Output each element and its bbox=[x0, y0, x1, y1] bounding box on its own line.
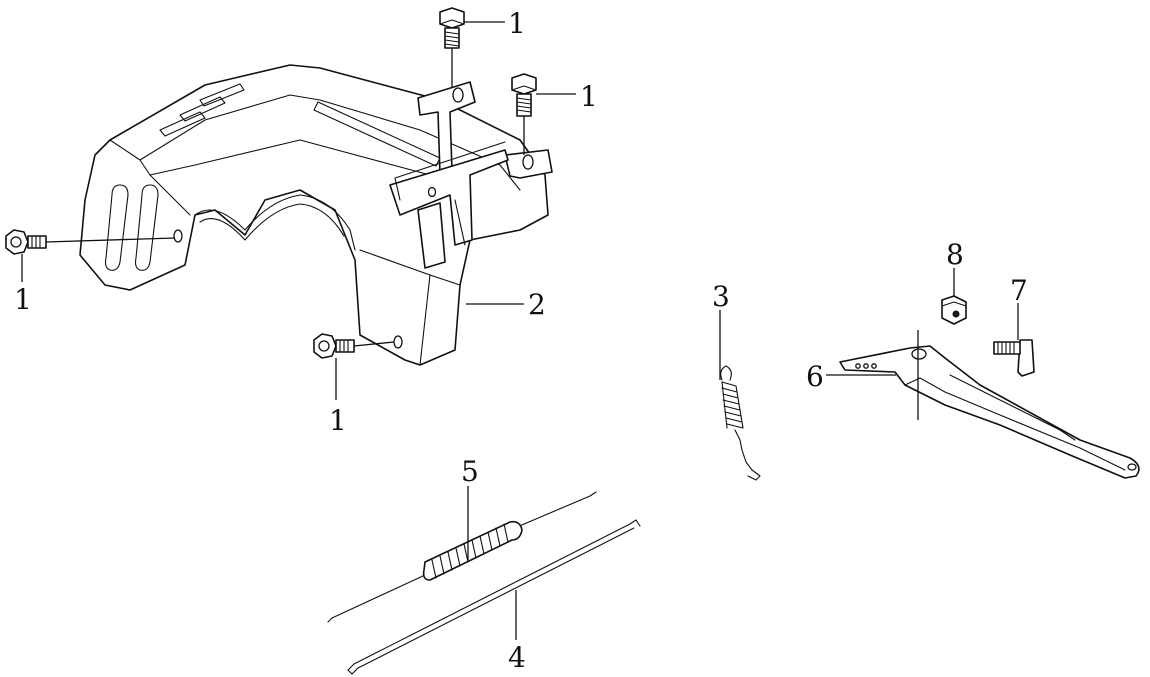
callout-bolt-bottom: 1 bbox=[329, 404, 347, 437]
bolt-upper-right bbox=[511, 73, 537, 117]
callout-bolt-upper-right: 1 bbox=[580, 80, 598, 113]
callout-shield: 2 bbox=[528, 288, 546, 321]
callout-bolt-left: 1 bbox=[14, 283, 32, 316]
bolt-top bbox=[439, 7, 465, 49]
callout-lever: 6 bbox=[806, 360, 824, 393]
long-spring-part bbox=[327, 491, 597, 623]
bolt-left bbox=[5, 229, 47, 255]
callout-bolt-top: 1 bbox=[508, 7, 526, 40]
callout-pin-bolt: 7 bbox=[1010, 274, 1028, 307]
shield-part bbox=[79, 64, 553, 366]
small-spring-part bbox=[720, 365, 761, 481]
lever-part bbox=[839, 345, 1140, 479]
pin-bolt-part bbox=[993, 339, 1035, 377]
callout-nut: 8 bbox=[946, 238, 964, 271]
nut-part bbox=[941, 295, 967, 325]
bolt-bottom bbox=[313, 333, 355, 359]
callout-small-spring: 3 bbox=[712, 280, 730, 313]
callout-long-spring: 5 bbox=[461, 455, 479, 488]
leader-lines bbox=[21, 21, 1019, 640]
rod-part bbox=[347, 519, 641, 675]
callout-rod: 4 bbox=[508, 641, 526, 674]
